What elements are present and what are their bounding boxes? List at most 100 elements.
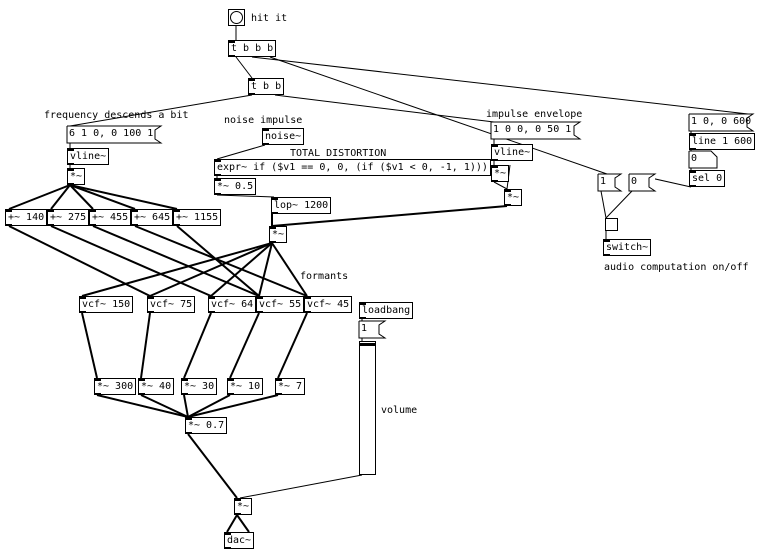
multiply-freq-object[interactable]: *~ [67, 168, 86, 185]
signal-cord[interactable] [258, 242, 273, 297]
multiply-env-b-object[interactable]: *~ [504, 189, 523, 206]
vcf-150-object[interactable]: vcf~ 150 [79, 296, 134, 313]
multiply-envelope-object[interactable]: *~ [269, 226, 288, 243]
distortion-comment: TOTAL DISTORTION [290, 148, 387, 159]
signal-cord[interactable] [187, 433, 238, 499]
envelope-message-text: 1 0 0, 0 50 1 [493, 124, 572, 135]
multiply-7-object[interactable]: *~ 7 [275, 378, 306, 395]
control-cord[interactable] [274, 94, 495, 123]
signal-cord[interactable] [96, 394, 189, 418]
hit-it-label: hit it [251, 13, 288, 24]
formants-comment: formants [300, 271, 349, 282]
signal-cord[interactable] [81, 312, 98, 379]
multiply-40-object[interactable]: *~ 40 [138, 378, 175, 395]
control-cord[interactable] [493, 181, 508, 190]
signal-cord[interactable] [187, 394, 279, 418]
signal-cord[interactable] [271, 205, 508, 227]
expr-distortion-object[interactable]: expr~ if ($v1 == 0, 0, (if ($v1 < 0, -1,… [214, 159, 491, 176]
signal-cord[interactable] [69, 184, 178, 210]
envelope-message[interactable]: 1 0 0, 0 50 1 [490, 121, 582, 140]
vcf-55-object[interactable]: vcf~ 55 [256, 296, 305, 313]
signal-cord[interactable] [50, 225, 212, 297]
line-ramp-message[interactable]: 1 0, 0 600 [688, 113, 755, 132]
signal-cord[interactable] [210, 242, 273, 297]
signal-cord[interactable] [92, 225, 260, 297]
signal-cord[interactable] [176, 225, 260, 297]
lowpass-object[interactable]: lop~ 1200 [271, 197, 332, 214]
signal-cord[interactable] [50, 184, 71, 210]
control-cord[interactable] [216, 144, 266, 160]
select-zero-object[interactable]: sel 0 [689, 170, 726, 187]
off-message[interactable]: 0 [628, 173, 657, 192]
control-cord[interactable] [251, 56, 749, 115]
signal-cord[interactable] [187, 394, 231, 418]
multiply-10-object[interactable]: *~ 10 [227, 378, 264, 395]
multiply-env-a-object[interactable]: *~ [491, 165, 510, 182]
signal-cord[interactable] [134, 225, 308, 297]
vline-freq-object[interactable]: vline~ [67, 148, 110, 165]
multiply-30-object[interactable]: *~ 30 [181, 378, 218, 395]
volume-slider-knob[interactable] [360, 343, 375, 346]
signal-cord[interactable] [229, 312, 260, 379]
zero-number-text: 0 [691, 153, 698, 164]
signal-cord[interactable] [69, 184, 136, 210]
control-cord[interactable] [239, 474, 363, 499]
vline-envelope-object[interactable]: vline~ [491, 144, 534, 161]
signal-cord[interactable] [81, 242, 273, 297]
trigger-tbb-object[interactable]: t b b [248, 78, 285, 95]
volume-init-text: 1 [361, 323, 368, 334]
zero-number-box[interactable]: 0 [688, 150, 718, 169]
multiply-300-object[interactable]: *~ 300 [94, 378, 137, 395]
vcf-45-object[interactable]: vcf~ 45 [304, 296, 353, 313]
add-645-object[interactable]: +~ 645 [131, 209, 174, 226]
line-ramp-message-text: 1 0, 0 600 [691, 116, 752, 127]
multiply-volume-object[interactable]: *~ [234, 498, 253, 515]
on-message-text: 1 [600, 176, 607, 187]
signal-cord[interactable] [277, 312, 308, 379]
control-cord[interactable] [235, 56, 253, 79]
vcf-75-object[interactable]: vcf~ 75 [147, 296, 196, 313]
signal-cord[interactable] [271, 242, 308, 297]
control-cord[interactable] [216, 194, 275, 198]
signal-cord[interactable] [8, 184, 71, 210]
signal-cord[interactable] [69, 184, 94, 210]
noise-object[interactable]: noise~ [262, 128, 305, 145]
control-cord[interactable] [600, 190, 607, 219]
dsp-toggle[interactable] [605, 218, 618, 231]
signal-cord[interactable] [149, 242, 273, 297]
frequency-message[interactable]: 6 1 0, 0 100 1 [66, 125, 163, 144]
trigger-tbbb-object[interactable]: t b b b [228, 40, 277, 57]
signal-cord[interactable] [140, 394, 189, 418]
add-275-object[interactable]: +~ 275 [47, 209, 90, 226]
hit-bang-button[interactable] [228, 9, 245, 26]
off-message-text: 0 [631, 176, 638, 187]
vcf-64-object[interactable]: vcf~ 64 [208, 296, 257, 313]
multiply-half-object[interactable]: *~ 0.5 [214, 178, 257, 195]
switch-object[interactable]: switch~ [603, 239, 652, 256]
signal-cord[interactable] [226, 514, 238, 533]
add-140-object[interactable]: +~ 140 [5, 209, 48, 226]
control-cord[interactable] [605, 190, 633, 219]
dac-object[interactable]: dac~ [224, 532, 255, 549]
noise-comment: noise impulse [224, 115, 303, 126]
bang-circle-icon [230, 11, 243, 24]
volume-comment: volume [381, 405, 418, 416]
audio-onoff-comment: audio computation on/off [604, 262, 749, 273]
line-object[interactable]: line 1 600 [689, 133, 756, 150]
loadbang-object[interactable]: loadbang [359, 302, 414, 319]
multiply-07-object[interactable]: *~ 0.7 [185, 417, 228, 434]
on-message[interactable]: 1 [597, 173, 623, 192]
volume-slider[interactable] [359, 341, 376, 475]
volume-init-message[interactable]: 1 [358, 320, 387, 339]
signal-cord[interactable] [183, 394, 189, 418]
add-455-object[interactable]: +~ 455 [89, 209, 132, 226]
add-1155-object[interactable]: +~ 1155 [173, 209, 222, 226]
frequency-comment: frequency descends a bit [44, 110, 189, 121]
control-cord[interactable] [69, 94, 253, 127]
signal-cord[interactable] [236, 514, 250, 533]
envelope-comment: impulse envelope [486, 109, 583, 120]
signal-cord[interactable] [183, 312, 212, 379]
signal-cord[interactable] [140, 312, 151, 379]
